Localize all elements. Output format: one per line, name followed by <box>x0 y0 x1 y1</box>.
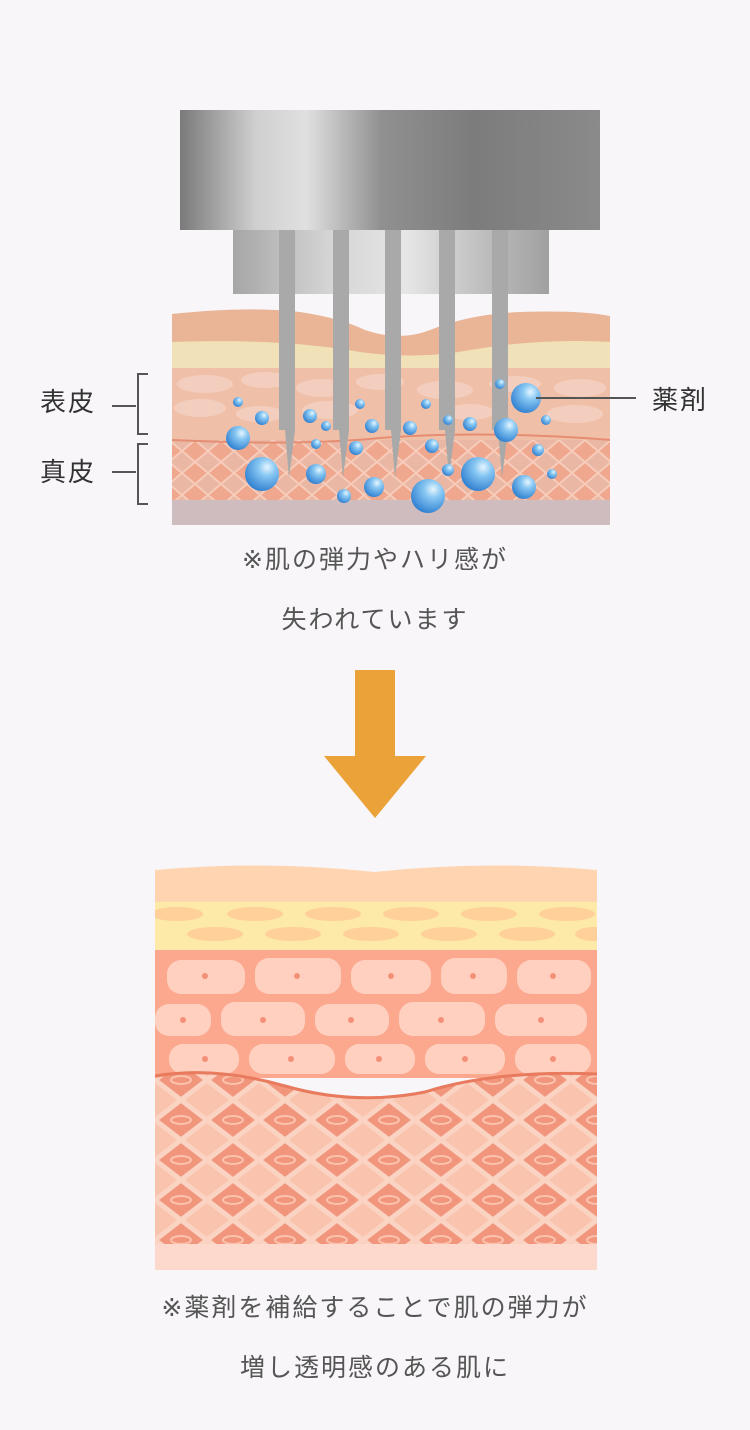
caption-after-line2: 増し透明感のある肌に <box>0 1338 750 1398</box>
caption-before-line1: ※肌の弾力やハリ感が <box>0 530 750 590</box>
drug-label: 薬剤 <box>652 380 708 417</box>
skin-after-diagram <box>155 860 597 1270</box>
caption-after: ※薬剤を補給することで肌の弾力が 増し透明感のある肌に <box>0 1278 750 1398</box>
dermis-label: 真皮 <box>40 452 96 489</box>
caption-before: ※肌の弾力やハリ感が 失われています <box>0 530 750 650</box>
caption-before-line2: 失われています <box>0 590 750 650</box>
caption-after-line1: ※薬剤を補給することで肌の弾力が <box>0 1278 750 1338</box>
arrow-down-icon <box>320 670 430 820</box>
skin-before-diagram <box>0 0 750 540</box>
epidermis-label: 表皮 <box>40 382 96 419</box>
